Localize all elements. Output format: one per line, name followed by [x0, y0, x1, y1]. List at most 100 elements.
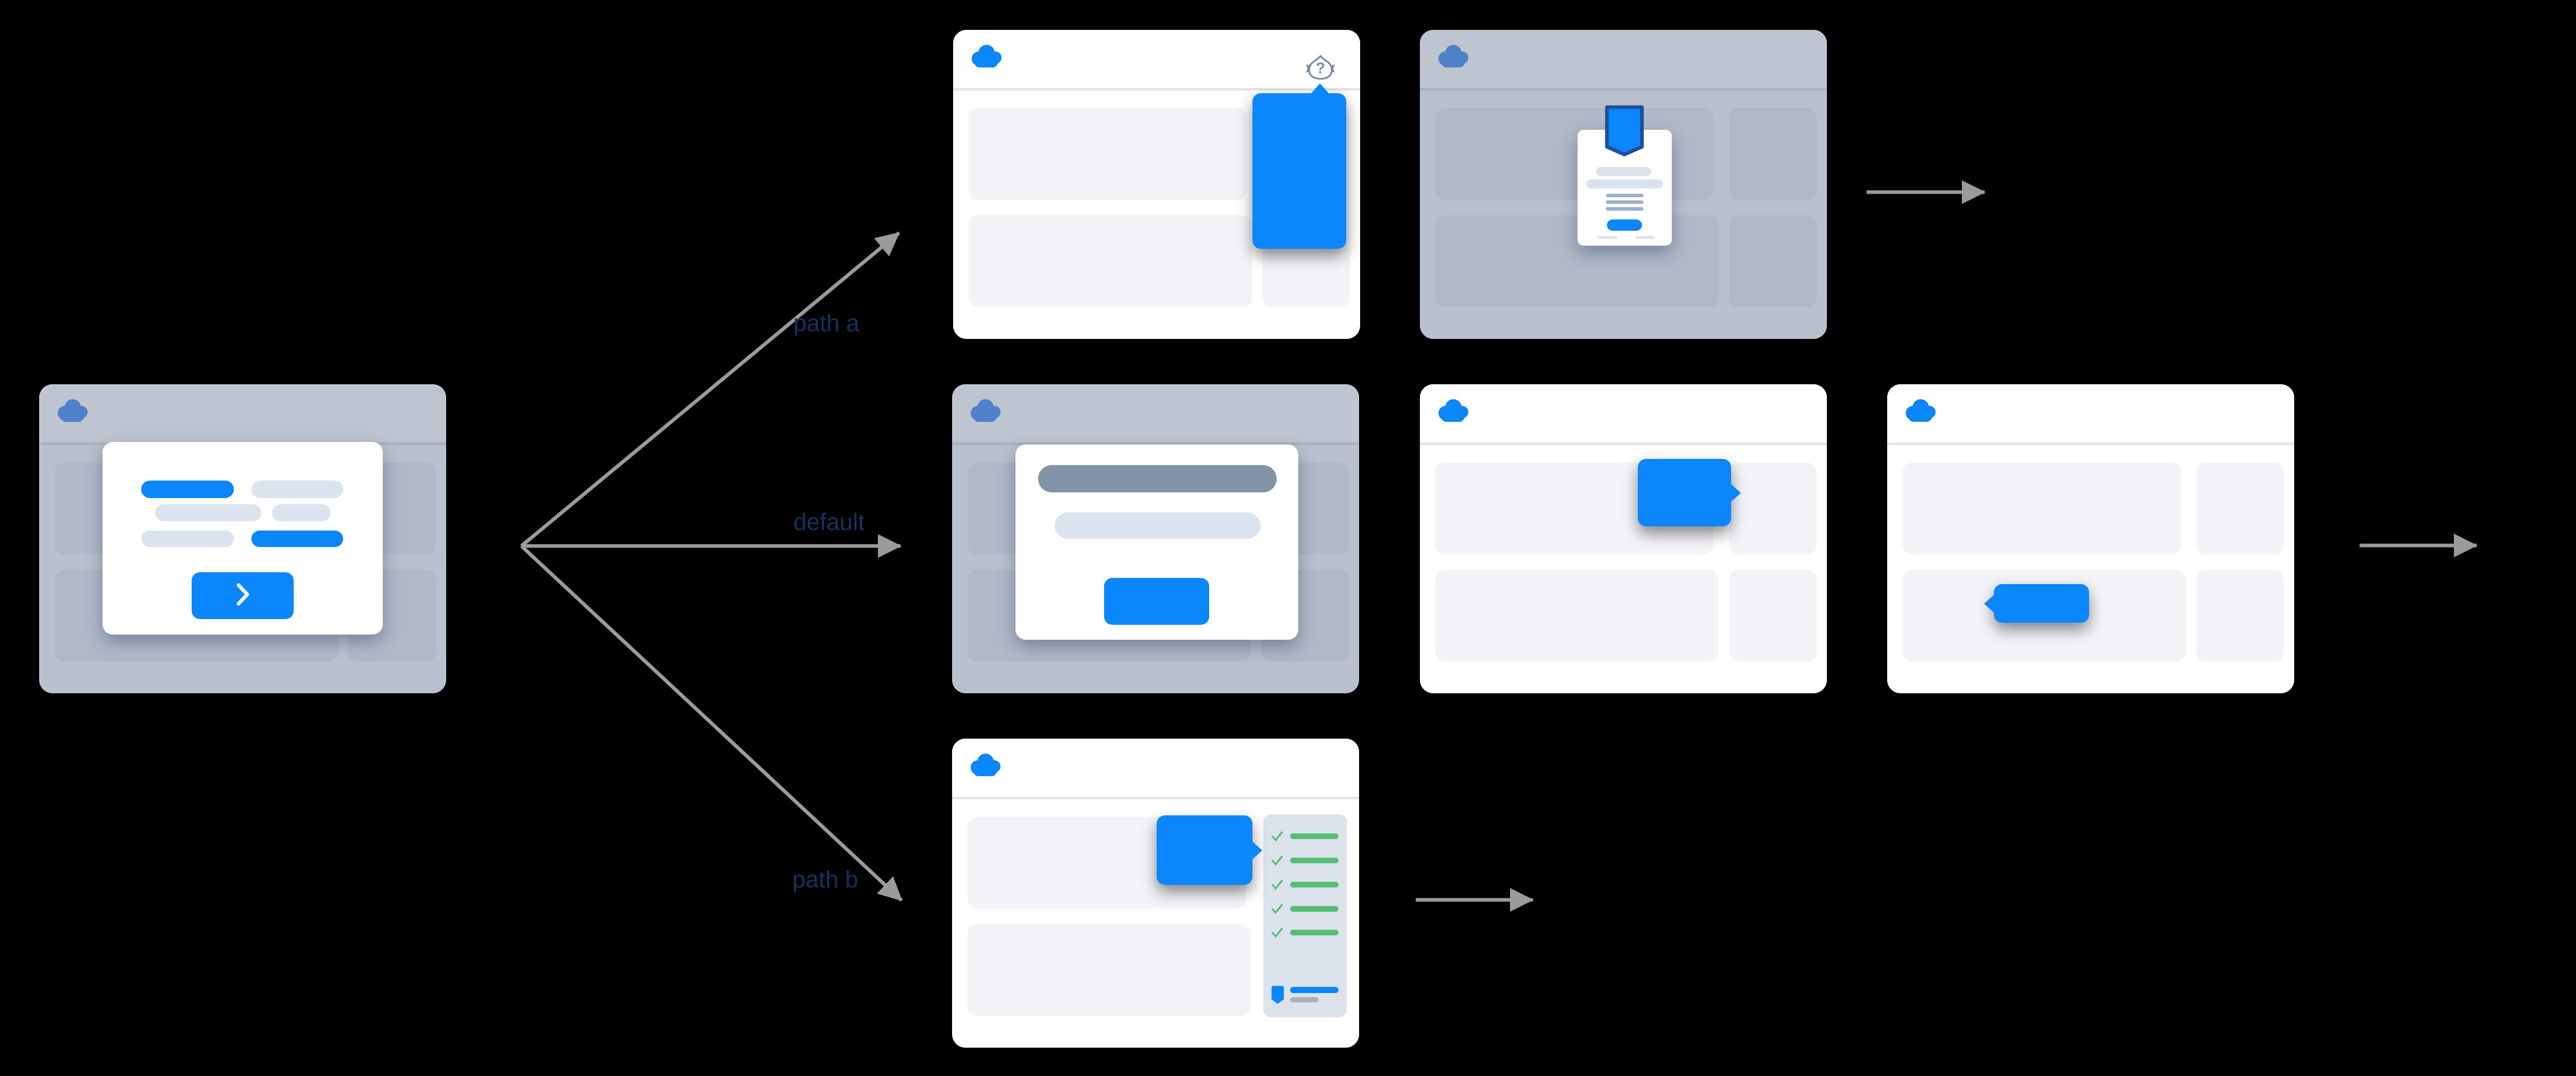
screen-path-a-prompt: ?	[953, 30, 1360, 339]
checkmark-icon	[1271, 927, 1283, 941]
placeholder-block	[968, 924, 1251, 1016]
placeholder-block	[1729, 108, 1817, 200]
prompt-pointer-right	[1731, 484, 1741, 502]
placeholder-block	[1729, 463, 1817, 554]
window-header	[1887, 384, 2294, 442]
targeted-prompt[interactable]	[1157, 815, 1262, 885]
screen-default-prompt-right	[1420, 384, 1827, 693]
docked-guidance-card	[1578, 105, 1672, 246]
window-header	[1420, 384, 1827, 442]
text-bar	[1055, 513, 1261, 539]
window-body	[1887, 384, 2294, 693]
checklist-item-bar	[1290, 906, 1338, 912]
salesforce-cloud-icon	[969, 43, 1005, 69]
header-divider	[952, 442, 1359, 445]
card-button[interactable]	[1607, 219, 1642, 231]
placeholder-block	[969, 108, 1247, 200]
text-bar	[1596, 167, 1651, 176]
screen-default-prompt-left	[1887, 384, 2294, 693]
text-line	[1606, 194, 1643, 197]
checklist-item-bar	[1290, 930, 1338, 935]
screen-path-b-checklist	[952, 739, 1359, 1048]
footer-line	[1635, 236, 1654, 239]
text-bar	[251, 531, 343, 547]
targeted-prompt[interactable]	[1984, 584, 2089, 623]
header-divider	[952, 797, 1359, 799]
arrow-path-b	[520, 544, 903, 902]
checklist-item	[1263, 855, 1347, 868]
header-divider	[1420, 442, 1827, 445]
text-bar	[155, 504, 261, 521]
checklist-item	[1263, 927, 1347, 940]
salesforce-cloud-icon	[1903, 398, 1939, 423]
prompt-pointer-left	[1984, 595, 1994, 612]
targeted-prompt[interactable]	[1638, 459, 1741, 526]
window-body	[1420, 384, 1827, 693]
checklist-item-bar	[1290, 858, 1338, 863]
targeted-prompt[interactable]	[1252, 83, 1346, 249]
placeholder-block	[1903, 463, 2181, 554]
window-header	[39, 384, 446, 442]
window-body: ?	[953, 30, 1360, 339]
checklist-item-bar	[1290, 833, 1338, 839]
placeholder-block	[2196, 463, 2284, 554]
header-divider	[1887, 442, 2294, 445]
placeholder-block	[1729, 215, 1817, 307]
edge-label-path-a: path a	[793, 310, 859, 336]
chevron-right-icon	[235, 583, 250, 609]
edge-label-path-b: path b	[792, 866, 858, 893]
checkmark-icon	[1271, 879, 1283, 893]
title-bar	[1038, 465, 1277, 492]
checkmark-icon	[1271, 855, 1283, 869]
salesforce-cloud-icon	[55, 398, 91, 423]
prompt-pointer-right	[1252, 842, 1262, 859]
header-divider	[953, 88, 1360, 91]
checklist-item-bar	[1290, 882, 1338, 887]
window-body	[952, 384, 1359, 693]
window-body	[1420, 30, 1827, 339]
checkmark-icon	[1271, 903, 1283, 917]
text-bar	[251, 481, 343, 498]
help-badge-icon[interactable]: ?	[1305, 55, 1336, 83]
text-bar	[272, 504, 331, 521]
question-mark-glyph: ?	[1316, 60, 1325, 77]
window-body	[952, 739, 1359, 1048]
window-header	[952, 384, 1359, 442]
screen-path-a-docked-card	[1420, 30, 1827, 339]
text-bar	[1586, 179, 1663, 189]
shield-icon	[1270, 985, 1285, 1008]
footer-line	[1598, 236, 1618, 239]
checklist-panel	[1263, 814, 1347, 1017]
window-header	[952, 739, 1359, 797]
checklist-item	[1263, 830, 1347, 844]
placeholder-block	[1435, 215, 1719, 307]
text-line	[1606, 200, 1643, 204]
placeholder-block	[969, 215, 1252, 307]
next-button[interactable]	[192, 572, 294, 619]
checkmark-icon	[1271, 831, 1283, 845]
text-bar	[141, 481, 234, 498]
walkthrough-modal	[103, 442, 383, 635]
window-header: ?	[953, 30, 1360, 88]
salesforce-cloud-icon	[968, 752, 1004, 778]
text-bar	[141, 531, 234, 547]
salesforce-cloud-icon	[1435, 43, 1471, 69]
arrow-path-a	[520, 231, 901, 548]
placeholder-block	[1435, 108, 1714, 200]
edge-label-default: default	[793, 508, 865, 535]
salesforce-cloud-icon	[1435, 398, 1471, 423]
prompt-pointer-up	[1311, 83, 1329, 93]
placeholder-block	[1729, 570, 1817, 661]
checklist-item	[1263, 903, 1347, 916]
placeholder-block	[2196, 570, 2284, 661]
window-header	[1420, 30, 1827, 88]
modal-button[interactable]	[1104, 578, 1209, 625]
header-divider	[1420, 88, 1827, 91]
bookmark-icon	[1604, 105, 1645, 160]
window-body	[39, 384, 446, 693]
screen-default-modal	[952, 384, 1359, 693]
text-line	[1606, 207, 1643, 211]
guidance-modal	[1015, 445, 1298, 640]
